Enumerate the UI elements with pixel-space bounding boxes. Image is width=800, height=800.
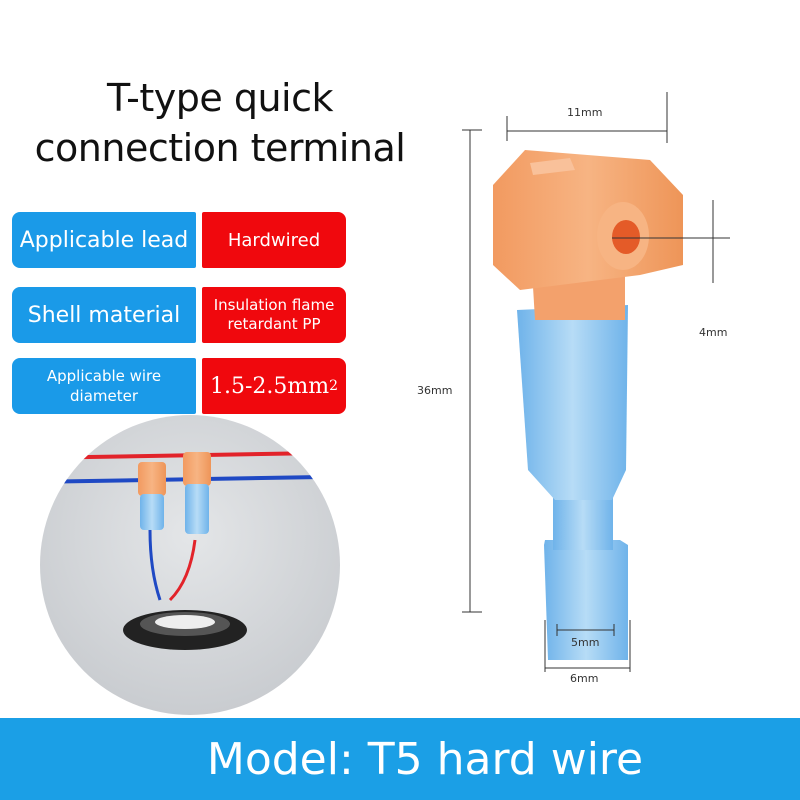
spec-value-sup: 2 bbox=[329, 378, 339, 394]
spec-value-text: 1.5-2.5mm bbox=[209, 373, 330, 399]
connector-product bbox=[493, 150, 683, 660]
spec-label: Applicable lead bbox=[12, 212, 196, 268]
dimension-inner-end: 5mm bbox=[571, 636, 600, 649]
spec-value: Insulation flame retardant PP bbox=[202, 287, 346, 343]
spec-value: Hardwired bbox=[202, 212, 346, 268]
spec-label: Shell material bbox=[12, 287, 196, 343]
spec-label: Applicable wire diameter bbox=[12, 358, 196, 414]
title-line-1: T-type quick bbox=[106, 76, 334, 120]
dimension-width-top: 11mm bbox=[567, 106, 603, 119]
title-line-2: connection terminal bbox=[34, 126, 406, 170]
model-banner-text: Model: T5 hard wire bbox=[206, 733, 644, 785]
dimension-lines bbox=[462, 92, 730, 672]
dimension-hole: 4mm bbox=[699, 326, 728, 339]
dimension-height: 36mm bbox=[417, 384, 453, 397]
model-banner: Model: T5 hard wire bbox=[0, 718, 800, 800]
application-scene bbox=[40, 415, 340, 715]
dimension-outer-end: 6mm bbox=[570, 672, 599, 685]
